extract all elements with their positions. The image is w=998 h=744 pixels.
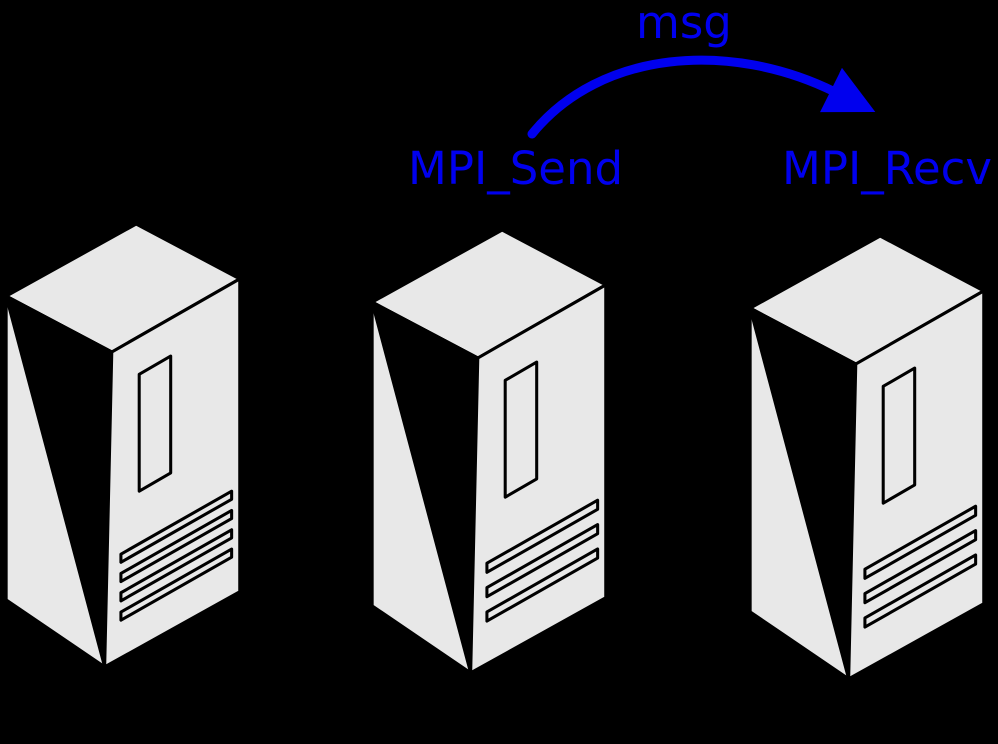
vent-slat: [863, 553, 978, 629]
msg-label: msg: [636, 0, 732, 49]
vent-slat: [119, 489, 234, 564]
mpi-send-label: MPI_Send: [408, 142, 624, 195]
drive-bay: [503, 360, 539, 499]
message-arrow-curve: [527, 55, 876, 139]
computer-tower-left: [4, 222, 242, 669]
vent-slat: [119, 547, 234, 622]
vent-slat: [863, 504, 978, 580]
vent-slat: [485, 498, 600, 574]
computer-tower-middle: [370, 228, 608, 675]
vent-slat: [119, 508, 234, 584]
mpi-recv-label: MPI_Recv: [782, 142, 993, 195]
vent-slat: [119, 528, 234, 603]
vent-slat: [485, 547, 600, 623]
vent-slat: [863, 529, 978, 605]
computer-tower-right: [748, 234, 986, 681]
drive-bay: [137, 354, 173, 493]
drive-bay: [881, 366, 917, 505]
vent-slat: [485, 523, 600, 599]
